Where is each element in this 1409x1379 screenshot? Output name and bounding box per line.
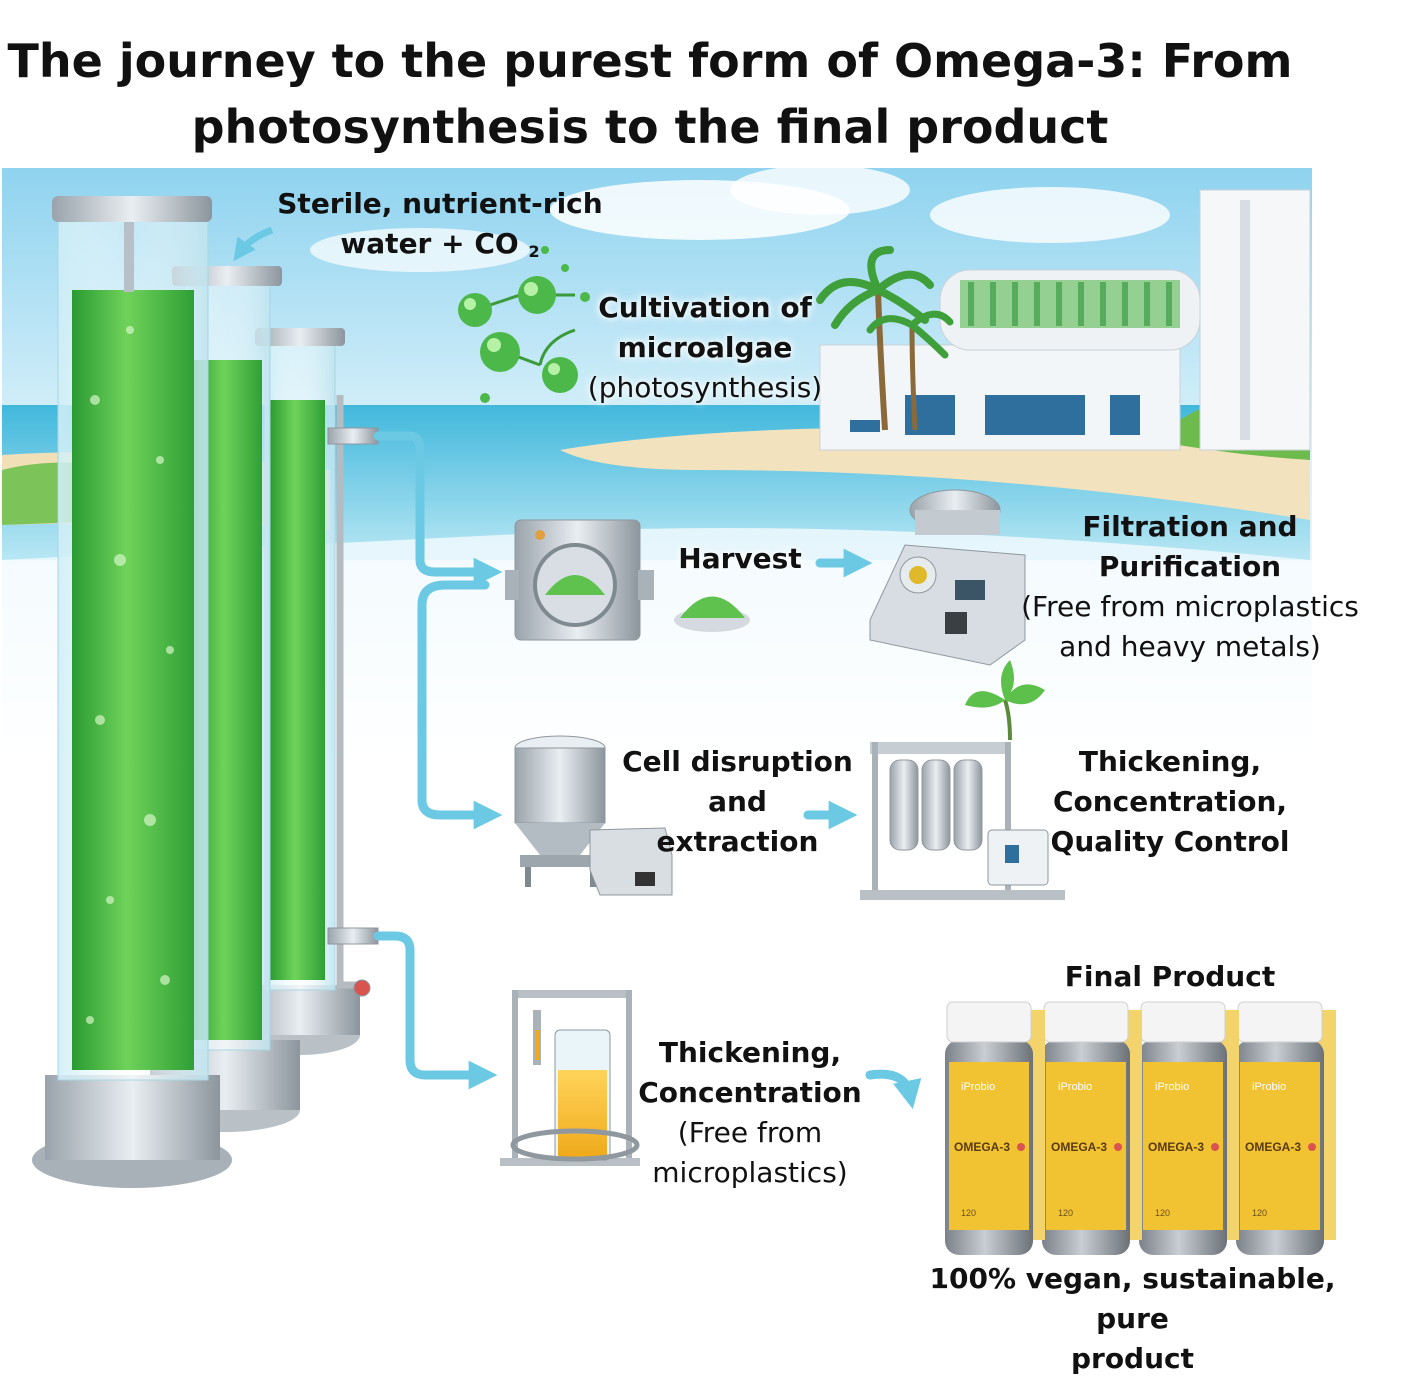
water-label-line-1: Sterile, nutrient-rich	[277, 187, 603, 220]
arrow-thickening-to-final	[865, 1069, 922, 1110]
thickening-line-2: Concentration	[638, 1076, 862, 1109]
bottle-cap	[1237, 1001, 1323, 1043]
flow-to-disruption	[417, 580, 503, 830]
quality-line-3: Quality Control	[1050, 825, 1290, 858]
final-product-text: Final Product	[1064, 960, 1276, 993]
microalgae-cells	[458, 246, 590, 403]
thickening-line-1: Thickening,	[658, 1036, 842, 1069]
bottle-cap	[1140, 1001, 1226, 1043]
cell-disruption-label: Cell disruption and extraction	[620, 742, 855, 862]
co2-subscript: 2	[528, 242, 540, 261]
reactor-column-3	[240, 328, 360, 1055]
filtration-machine	[869, 489, 1026, 666]
bottle-label	[1046, 1062, 1126, 1230]
filtration-note-1: (Free from microplastics	[1021, 590, 1359, 623]
bottle-label	[949, 1062, 1029, 1230]
harvest-machine	[505, 519, 750, 641]
bottle-dot	[1308, 1143, 1316, 1151]
bottle-cap	[946, 1001, 1032, 1043]
inflow-arrow	[233, 226, 274, 262]
flow-to-harvest	[373, 431, 503, 587]
filtration-line-1: Filtration and	[1082, 510, 1298, 543]
cultivation-note: (photosynthesis)	[587, 371, 823, 404]
quality-control-label: Thickening, Concentration, Quality Contr…	[1040, 742, 1300, 862]
filtration-note-2: and heavy metals)	[1059, 630, 1321, 663]
disruption-line-3: extraction	[656, 825, 819, 858]
filtration-label: Filtration and Purification (Free from m…	[1010, 507, 1370, 667]
bottle-product-name: OMEGA-3	[954, 1140, 1010, 1154]
bottle-cap	[1043, 1001, 1129, 1043]
bottle-dot	[1114, 1143, 1122, 1151]
thickening-label: Thickening, Concentration (Free from mic…	[630, 1033, 870, 1193]
cultivation-line-2: microalgae	[617, 331, 793, 364]
bottle-product-name: OMEGA-3	[1051, 1140, 1107, 1154]
page-title: The journey to the purest form of Omega-…	[0, 28, 1300, 160]
bottle-label	[1240, 1062, 1320, 1230]
water-label-text: water + CO	[340, 227, 519, 260]
bottle-label	[1143, 1062, 1223, 1230]
flow-to-thickening	[373, 931, 498, 1090]
cultivation-label: Cultivation of microalgae (photosynthesi…	[575, 288, 835, 408]
research-facility	[816, 189, 1311, 451]
harvest-text: Harvest	[678, 542, 802, 575]
final-tagline: 100% vegan, sustainable, pure product	[890, 1259, 1375, 1379]
title-line-1: The journey to the purest form of Omega-…	[7, 34, 1293, 88]
bottle-product-name: OMEGA-3	[1245, 1140, 1301, 1154]
bottle-dot	[1211, 1143, 1219, 1151]
filtration-line-2: Purification	[1098, 550, 1282, 583]
title-line-2: photosynthesis to the final product	[191, 100, 1109, 154]
final-product-bottles: iProbioOMEGA-3120iProbioOMEGA-3120iProbi…	[945, 1001, 1336, 1255]
bottle-brand: iProbio	[1252, 1081, 1286, 1093]
quality-control-station	[860, 660, 1065, 900]
water-label-line-2: water + CO 2	[270, 224, 610, 272]
bottle-product-name: OMEGA-3	[1148, 1140, 1204, 1154]
bottle-dot	[1017, 1143, 1025, 1151]
final-product-label: Final Product	[1020, 957, 1320, 997]
thickening-note-2: microplastics)	[652, 1156, 848, 1189]
quality-line-1: Thickening,	[1078, 745, 1262, 778]
bottle-count: 120	[961, 1208, 976, 1218]
cell-disruption-machine	[514, 735, 673, 896]
harvest-label: Harvest	[670, 539, 810, 579]
thickening-apparatus	[500, 990, 640, 1166]
tagline-line-2: product	[1070, 1342, 1195, 1375]
disruption-line-1: Cell disruption	[622, 745, 853, 778]
tagline-line-1: 100% vegan, sustainable, pure	[929, 1262, 1336, 1335]
bottle-count: 120	[1252, 1208, 1267, 1218]
bottle-brand: iProbio	[961, 1081, 995, 1093]
quality-line-2: Concentration,	[1052, 785, 1288, 818]
reactor-column-1	[32, 196, 232, 1188]
water-co2-label: Sterile, nutrient-rich water + CO 2	[270, 184, 610, 272]
bottle-brand: iProbio	[1155, 1081, 1189, 1093]
thickening-note-1: (Free from	[677, 1116, 823, 1149]
flow-arrows	[373, 431, 922, 1110]
disruption-line-2: and	[708, 785, 767, 818]
bottle-count: 120	[1155, 1208, 1170, 1218]
bottle-brand: iProbio	[1058, 1081, 1092, 1093]
cultivation-line-1: Cultivation of	[598, 291, 812, 324]
photobioreactor-columns	[32, 196, 379, 1188]
bottle-count: 120	[1058, 1208, 1073, 1218]
